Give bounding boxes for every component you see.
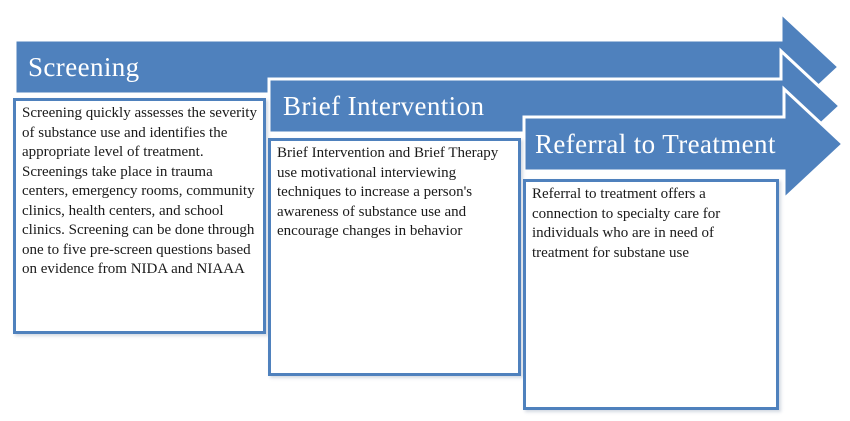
referral-to-treatment-textbox: Referral to treatment offers a connectio… (523, 179, 779, 410)
brief-intervention-description: Brief Intervention and Brief Therapy use… (277, 145, 499, 239)
referral-to-treatment-arrow-shape (522, 85, 846, 203)
referral-to-treatment-description: Referral to treatment offers a connectio… (532, 186, 721, 261)
screening-description: Screening quickly assesses the severity … (22, 105, 257, 277)
screening-textbox: Screening quickly assesses the severity … (13, 98, 266, 334)
brief-intervention-textbox: Brief Intervention and Brief Therapy use… (268, 138, 521, 376)
